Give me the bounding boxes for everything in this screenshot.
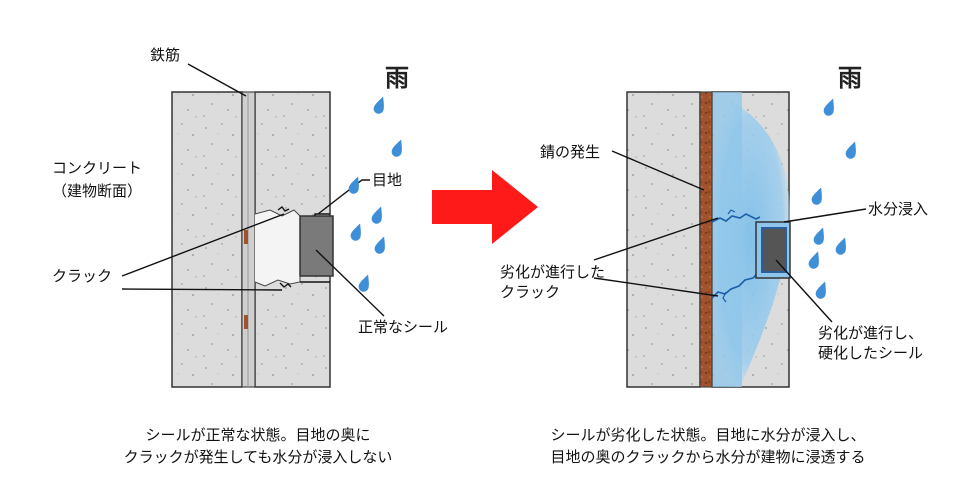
left-joint-label: 目地: [372, 171, 402, 189]
right-caption-1: シールが劣化した状態。目地に水分が浸入し、: [550, 426, 865, 444]
left-joint-leader: [317, 179, 370, 215]
left-crack-line: [277, 206, 290, 212]
right-water-label: 水分浸入: [868, 200, 928, 218]
left-crack: [254, 209, 301, 287]
left-crack-leader-2: [121, 288, 283, 291]
right-water-leader: [783, 208, 867, 223]
left-panel: 鉄筋 コンクリート （建物断面） 目地 クラック 正常なシール 雨 シールが正常…: [52, 46, 448, 466]
raindrop-icon: [390, 137, 406, 159]
right-rebar-rusted: [699, 91, 713, 388]
raindrop-icon: [357, 272, 373, 294]
right-rust-label: 錆の発生: [540, 143, 600, 161]
right-caption-2: 目地の奥のクラックから水分が建物に浸透する: [550, 448, 865, 466]
right-crack-label-2: クラック: [500, 283, 560, 301]
left-seal-leader: [315, 249, 385, 317]
left-crack-line: [279, 282, 292, 288]
right-crack: [727, 209, 736, 215]
raindrop-icon: [834, 235, 850, 257]
right-water-band: [712, 92, 742, 387]
left-raindrops: [347, 94, 406, 294]
right-crack-label-1: 劣化が進行した: [500, 263, 605, 281]
left-concrete-block-left: [171, 91, 243, 388]
right-panel: 錆の発生 水分浸入 劣化が進行した クラック 劣化が進行し、 硬化したシール 雨…: [500, 64, 928, 466]
left-concrete-label-1: コンクリート: [52, 159, 142, 177]
raindrop-icon: [370, 204, 386, 226]
right-crack: [711, 271, 760, 299]
right-rust-leader: [611, 150, 705, 191]
right-seal-leader: [775, 259, 833, 323]
raindrop-icon: [812, 225, 828, 247]
left-rebar-leader: [187, 63, 247, 97]
left-rebar-label: 鉄筋: [150, 46, 180, 64]
left-joint-notch: [300, 213, 330, 283]
left-rust-speck: [244, 315, 248, 329]
raindrop-icon: [373, 234, 389, 256]
raindrop-icon: [822, 96, 838, 118]
right-crack: [711, 213, 761, 223]
raindrop-icon: [347, 174, 363, 196]
left-caption-1: シールが正常な状態。目地の奥に: [145, 426, 370, 444]
left-crack-leader-1: [121, 213, 285, 277]
right-seal-degraded: [761, 227, 787, 273]
left-seal-normal: [299, 215, 334, 277]
left-crack-label: クラック: [52, 267, 112, 285]
right-crack: [722, 291, 727, 303]
right-rain-label: 雨: [838, 64, 862, 92]
right-crack-leader-1: [593, 217, 719, 261]
left-concrete-label-2: （建物断面）: [52, 182, 142, 200]
raindrop-icon: [844, 139, 860, 161]
raindrop-icon: [810, 185, 826, 207]
right-seal-label-2: 硬化したシール: [818, 344, 923, 362]
raindrop-icon: [372, 94, 388, 116]
left-seal-label: 正常なシール: [358, 318, 448, 336]
right-crack-leader-2: [593, 277, 719, 297]
raindrop-icon: [807, 249, 823, 271]
left-rust-speck: [244, 230, 248, 244]
right-arrow-icon: [432, 170, 538, 244]
raindrop-icon: [814, 279, 830, 301]
right-raindrops: [807, 96, 860, 301]
left-rain-label: 雨: [385, 64, 409, 92]
left-caption-2: クラックが発生しても水分が浸入しない: [124, 448, 393, 466]
right-seal-label-1: 劣化が進行し、: [818, 324, 923, 342]
raindrop-icon: [349, 221, 365, 243]
right-concrete-block-left: [626, 91, 701, 388]
